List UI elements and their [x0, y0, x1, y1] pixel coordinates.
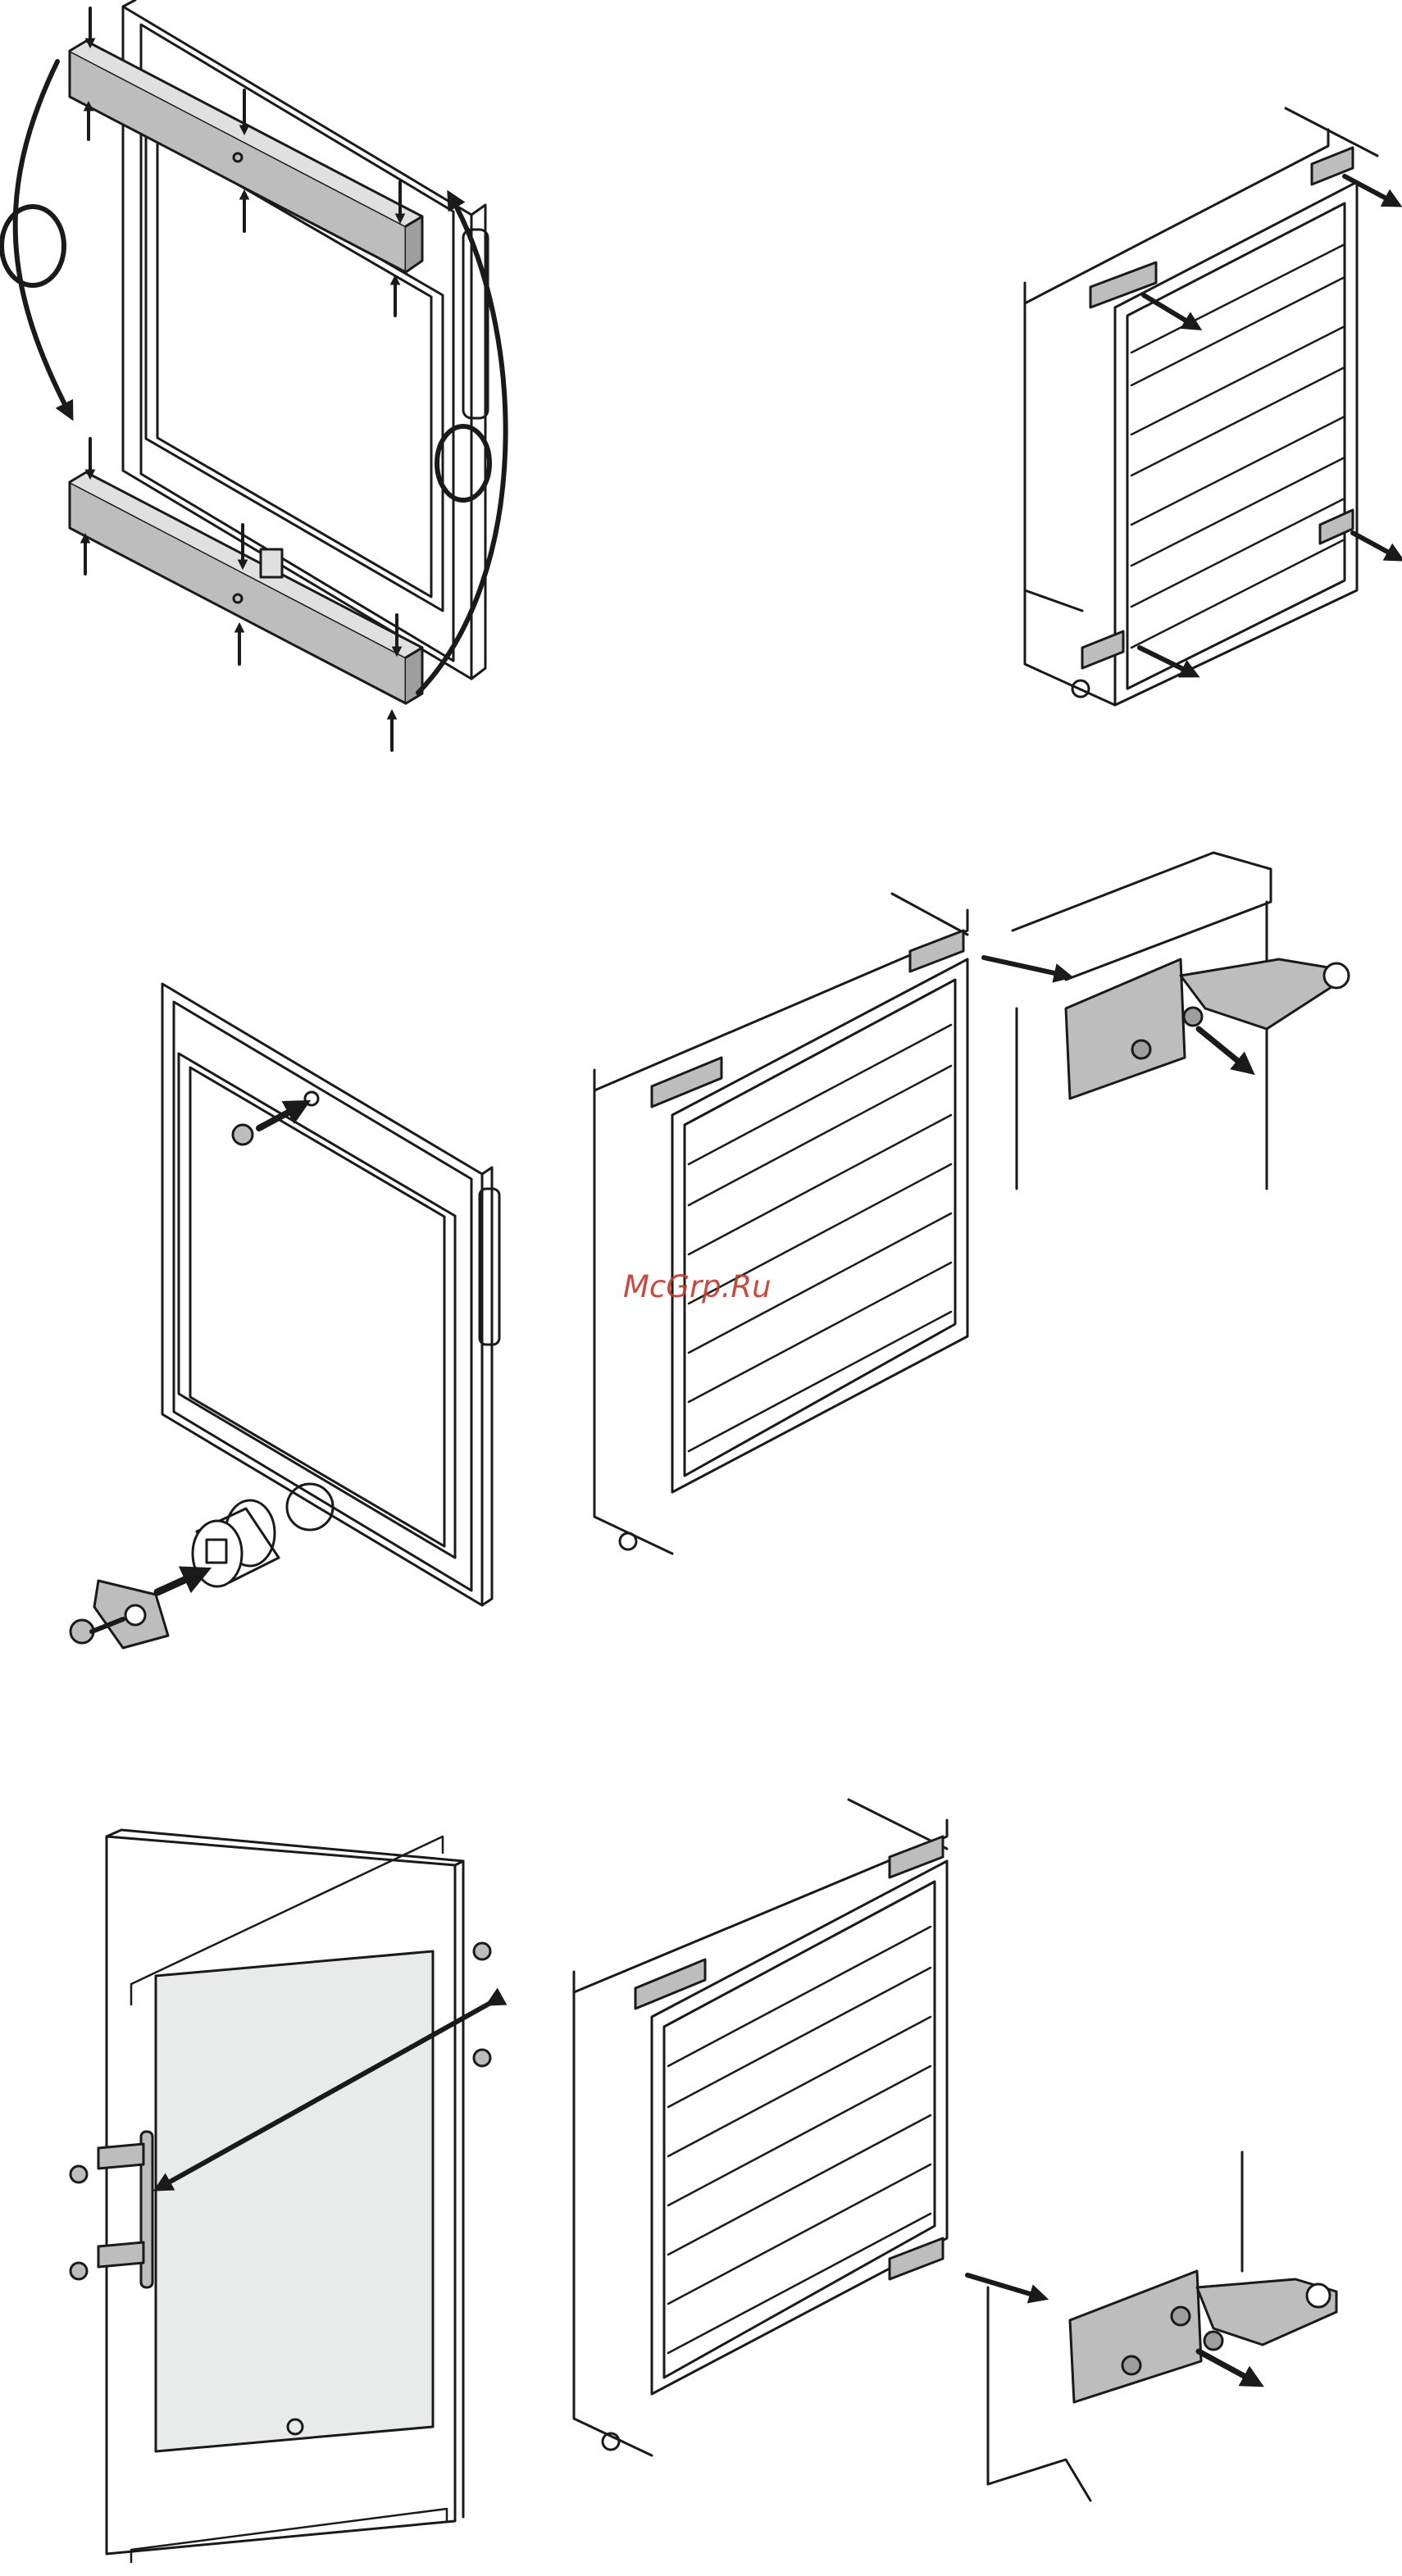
bottom-trim-strip	[70, 472, 422, 703]
corner-bracket	[1082, 148, 1353, 668]
wine-shelves	[689, 1025, 951, 1451]
cabinet-body	[594, 894, 967, 1554]
door-frame	[162, 984, 499, 1605]
cabinet-body	[574, 1800, 947, 2455]
step4-door-glass	[71, 1830, 492, 2562]
wine-shelves	[668, 1927, 931, 2353]
pull-arrows	[1140, 176, 1398, 674]
step3-door-bushing	[71, 984, 499, 1648]
cabinet-body	[1025, 108, 1377, 705]
hinge-bracket	[71, 1572, 201, 1648]
corner-bracket	[652, 931, 963, 1107]
hinge-detail	[1013, 853, 1349, 1189]
bushing	[193, 1500, 279, 1586]
step1-door-trim-swap	[2, 0, 506, 750]
step4-cabinet-hinge	[574, 1800, 1336, 2501]
door-frame	[107, 1830, 463, 2554]
step3-cabinet-hinge	[594, 853, 1349, 1554]
step2-cabinet-remove-strips	[1025, 108, 1398, 705]
screw-arrow	[233, 1105, 302, 1145]
hinge-detail	[988, 2152, 1336, 2501]
watermark-text: McGrp.Ru	[623, 1269, 772, 1304]
